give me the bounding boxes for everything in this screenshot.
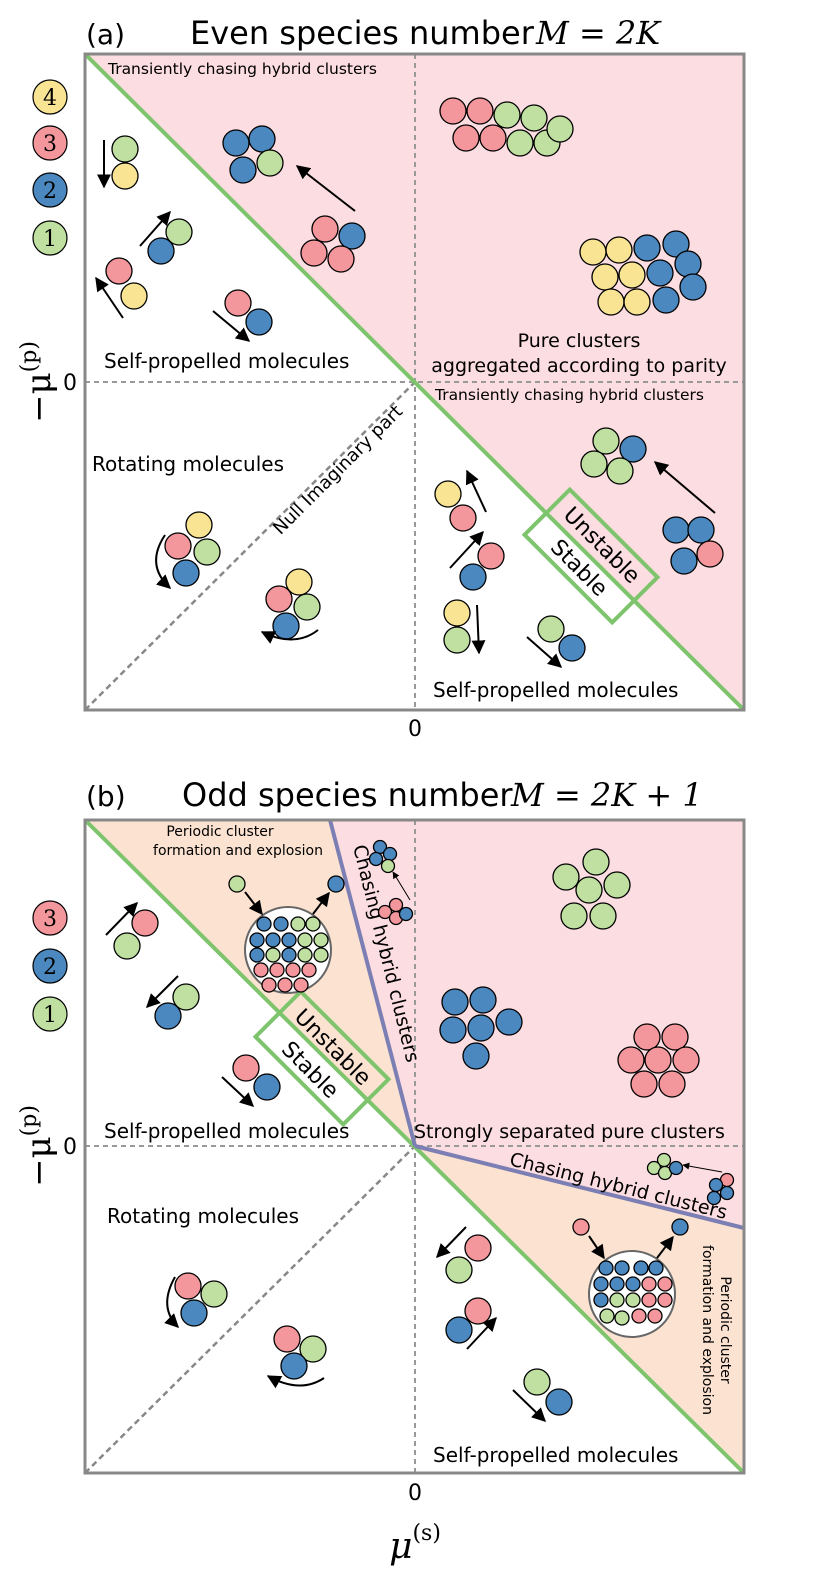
label-a-top-band: Transiently chasing hybrid clusters [107, 60, 377, 78]
panel-a-y-zero: 0 [63, 371, 77, 396]
x-axis-label: μ(s) [389, 1521, 441, 1567]
panel-a-frame [83, 52, 746, 712]
legend-a-4: 4 [43, 86, 57, 111]
panel-a-title-math: M = 2K [535, 14, 662, 52]
panel-a-null-imag-line [84, 381, 416, 711]
panel-a-letter: (a) [86, 18, 125, 51]
label-a-null-imag: Null Imaginary part [269, 401, 407, 539]
legend-b-1: 1 [43, 1003, 57, 1028]
panel-b-purple-boundary-top [328, 819, 417, 1147]
panel-b-title-math: M = 2K + 1 [510, 776, 703, 814]
legend-a-1: 1 [43, 227, 57, 252]
legend-a-2: 2 [43, 179, 57, 204]
panel-b-title: Odd species number [182, 776, 513, 814]
panel-b-x-zero: 0 [408, 1481, 422, 1506]
panel-a-arrows [95, 140, 716, 668]
panel-b-purple-boundary-right [414, 1144, 745, 1230]
panel-b-molecules [113, 839, 735, 1416]
label-b-periodic-top-1: Periodic cluster [166, 824, 274, 840]
label-a-pure-1: Pure clusters [518, 330, 641, 352]
label-a-right-band: Transiently chasing hybrid clusters [434, 386, 704, 404]
panel-b-frame [83, 818, 746, 1475]
panel-b-y-zero: 0 [63, 1135, 77, 1160]
panel-b-pink-region [330, 820, 744, 1228]
legend-a-3: 3 [43, 132, 57, 157]
label-a-self-left: Self-propelled molecules [104, 349, 349, 373]
label-b-self-left: Self-propelled molecules [104, 1119, 349, 1143]
label-b-rotating: Rotating molecules [107, 1204, 299, 1228]
label-b-periodic-right-2: formation and explosion [699, 1245, 715, 1415]
legend-b-3: 3 [43, 907, 57, 932]
label-b-periodic-right-1: Periodic cluster [717, 1276, 733, 1384]
panel-b-legend: 3 2 1 [32, 900, 68, 1032]
panel-a-y-label: −μ(p) [17, 341, 59, 423]
panel-a-molecules [105, 97, 724, 662]
panel-a-legend: 4 3 2 1 [32, 79, 68, 256]
panel-b-arrows [105, 871, 723, 1422]
legend-b-2: 2 [43, 955, 57, 980]
label-b-periodic-top-2: formation and explosion [153, 843, 323, 859]
label-b-strongly-sep: Strongly separated pure clusters [414, 1121, 725, 1143]
panel-a-x-zero: 0 [408, 717, 422, 742]
panel-a-title: Even species number [190, 14, 535, 52]
label-a-pure-2: aggregated according to parity [431, 355, 727, 377]
panel-b-y-label: −μ(p) [17, 1105, 59, 1187]
label-a-self-bottom: Self-propelled molecules [433, 678, 678, 702]
panel-b: (b) Odd species number M = 2K + 1 −μ(p) … [17, 776, 746, 1567]
label-a-rotating: Rotating molecules [92, 452, 284, 476]
panel-b-letter: (b) [86, 780, 126, 813]
label-b-self-bottom: Self-propelled molecules [433, 1443, 678, 1467]
panel-b-null-imag-line [84, 1145, 416, 1474]
panel-b-green-boundary [83, 818, 746, 1475]
panel-a: (a) Even species number M = 2K −μ(p) 0 0… [17, 14, 746, 742]
